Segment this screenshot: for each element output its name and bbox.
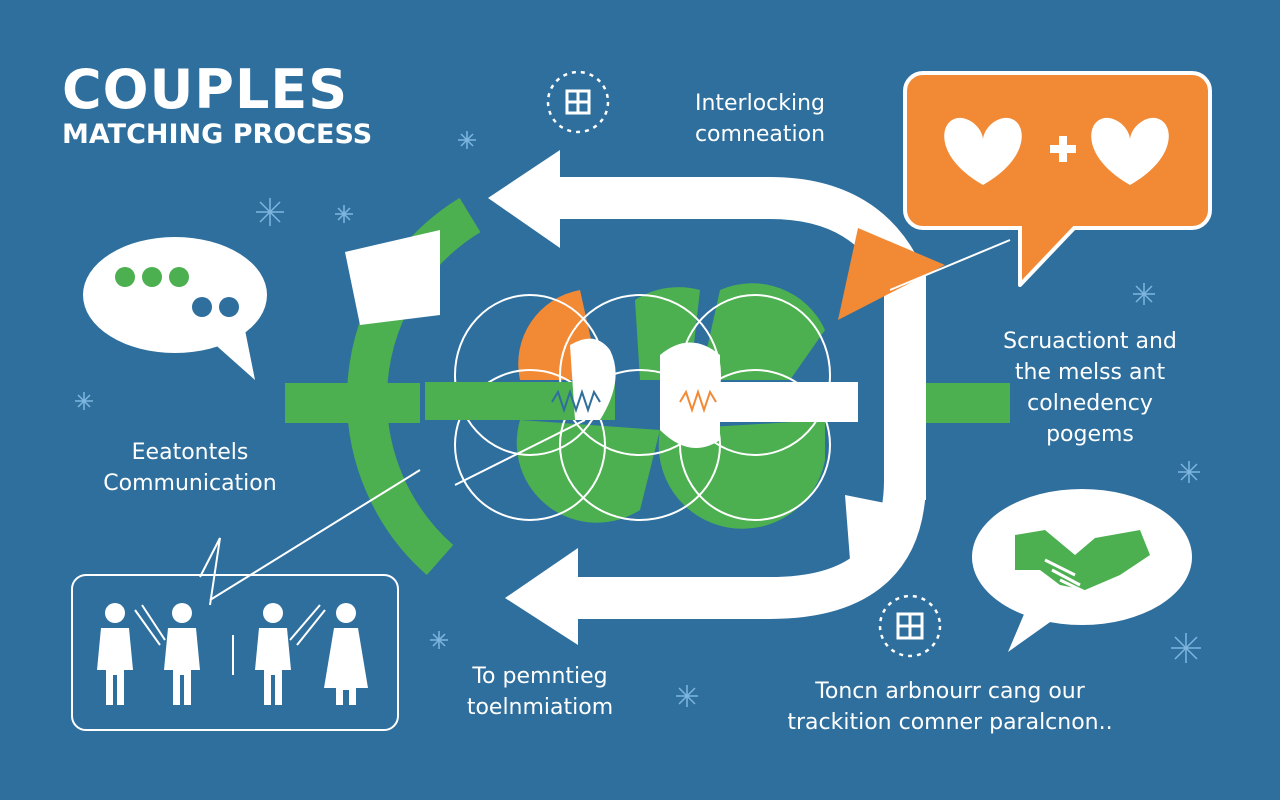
- label-interlocking: Interlocking comneation: [694, 91, 826, 147]
- medical-plus-icon: [878, 594, 942, 658]
- label-right-description: Scruactiont and the melss ant colnedency…: [1003, 329, 1177, 447]
- handshake-icon: [972, 489, 1192, 652]
- page-title: COUPLES: [62, 58, 349, 121]
- medical-plus-icon: [546, 70, 610, 134]
- couple-people-icon: [71, 469, 421, 731]
- page-subtitle: MATCHING PROCESS: [62, 119, 373, 150]
- label-bottom-right: Toncn arbnourr cang our trackition comne…: [787, 679, 1113, 735]
- sparkle-decorations: [75, 131, 1201, 707]
- heart-plus-heart-icon: [903, 71, 1212, 287]
- cycle-arrows-icon: [285, 150, 1011, 645]
- label-communication: Eeatontels Communication: [103, 440, 277, 496]
- speech-bubble-dots-icon: [83, 237, 267, 380]
- interlocking-rings-icon: [425, 283, 858, 529]
- label-bottom: To pemntieg toelnmiatiom: [466, 664, 614, 720]
